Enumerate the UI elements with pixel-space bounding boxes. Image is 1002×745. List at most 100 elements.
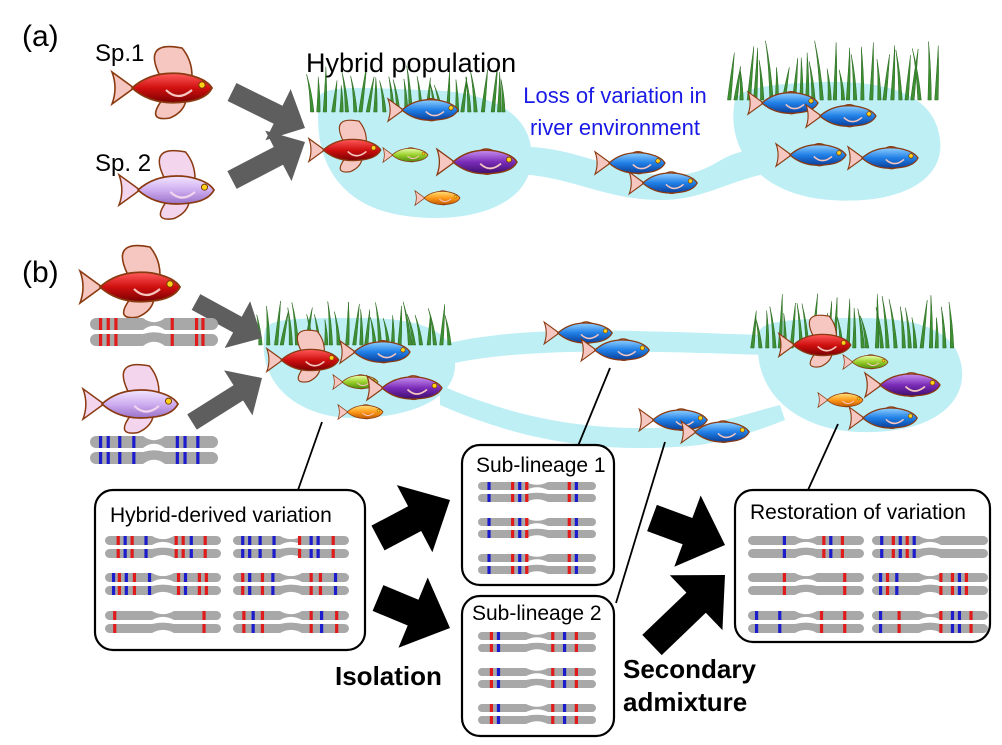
marker-band xyxy=(111,586,116,595)
fish-b-lower-1 xyxy=(638,407,708,433)
reed-blade xyxy=(869,42,874,101)
reed-blade xyxy=(373,77,378,113)
marker-band xyxy=(196,436,200,448)
fish-dorsal-fin xyxy=(122,363,160,394)
fish-eye xyxy=(929,379,936,386)
chromatid-lower xyxy=(748,584,864,595)
fish-tail xyxy=(593,150,612,176)
marker-band xyxy=(782,536,786,545)
fish-eye xyxy=(164,397,173,405)
marker-band xyxy=(297,536,302,545)
fish-body xyxy=(136,175,215,205)
fish-b-left-red xyxy=(265,329,340,383)
connector-restoration xyxy=(807,423,839,491)
fish-b-left-purple xyxy=(365,374,443,402)
reeds-a-right xyxy=(727,40,939,101)
fish-b-right-green xyxy=(842,353,889,371)
fish-body xyxy=(280,348,340,372)
marker-band xyxy=(309,573,313,582)
fish-body xyxy=(322,138,382,162)
fish-tail xyxy=(337,403,349,421)
marker-band xyxy=(912,549,916,558)
marker-band xyxy=(829,549,833,558)
fish-pectoral-fin xyxy=(356,382,370,387)
fish-tail xyxy=(81,386,106,422)
marker-band xyxy=(496,716,501,724)
fish-eye xyxy=(639,345,645,351)
marker-band xyxy=(320,611,324,620)
arrow-b-sp1 xyxy=(191,294,263,348)
marker-band xyxy=(496,632,501,640)
marker-band xyxy=(489,716,493,724)
chromatid-upper xyxy=(478,704,596,712)
marker-band xyxy=(518,482,522,490)
marker-band xyxy=(843,611,847,620)
fish-eye xyxy=(655,158,661,164)
marker-band xyxy=(778,624,782,633)
fish-eye xyxy=(866,111,872,117)
fish-a-right-3 xyxy=(774,142,847,168)
fish-tail xyxy=(804,103,823,129)
connector-lines xyxy=(297,367,839,604)
reed-blade xyxy=(287,307,293,346)
fish-body xyxy=(651,409,708,431)
fish-sp2-b xyxy=(81,363,179,434)
reed-blade xyxy=(406,65,413,113)
sub-lineage-1-title: Sub-lineage 1 xyxy=(476,454,606,477)
reed-blade xyxy=(345,301,350,346)
marker-band xyxy=(518,494,522,502)
reed-blade xyxy=(392,79,401,113)
reed-blade xyxy=(322,66,328,113)
marker-band xyxy=(878,624,883,633)
arrow-shape xyxy=(187,370,262,430)
marker-band xyxy=(333,573,338,582)
marker-band xyxy=(271,586,275,595)
marker-band xyxy=(891,536,895,545)
marker-band xyxy=(183,573,188,582)
fish-a-blue xyxy=(386,97,459,123)
reed-blade xyxy=(900,306,906,349)
reed-blade xyxy=(331,80,338,113)
arrow-shape xyxy=(371,485,450,553)
fish-pectoral-fin xyxy=(785,103,805,110)
marker-band xyxy=(487,566,491,574)
fish-sp1-a xyxy=(110,45,214,120)
reed-blade xyxy=(789,302,796,349)
marker-band xyxy=(132,452,136,464)
reed-blade xyxy=(904,55,911,101)
chromosome-hybrid-2 xyxy=(233,536,349,558)
marker-band xyxy=(335,611,339,620)
chromosome-sub1-2 xyxy=(478,518,596,538)
fish-dorsal-fin xyxy=(153,45,193,77)
marker-band xyxy=(897,611,901,620)
fish-pectoral-fin xyxy=(305,360,325,367)
species-1-label: Sp.1 xyxy=(95,40,145,67)
marker-band xyxy=(574,530,578,538)
marker-band xyxy=(203,536,207,545)
reed-blade xyxy=(350,75,358,113)
marker-band xyxy=(819,611,824,620)
marker-band xyxy=(880,549,884,558)
arrow-shape xyxy=(191,294,263,348)
marker-band xyxy=(969,611,973,620)
fish-b-left-blue xyxy=(338,339,411,365)
fish-a-orange xyxy=(414,189,461,207)
marker-band xyxy=(335,624,339,633)
marker-band xyxy=(567,518,571,526)
fish-pectoral-fin xyxy=(580,333,600,340)
marker-band xyxy=(106,334,110,346)
marker-band xyxy=(964,573,968,582)
fish-pectoral-fin xyxy=(361,412,375,417)
chromosome-restore-4 xyxy=(872,573,988,595)
fish-pectoral-fin xyxy=(841,400,855,405)
pond-b-left xyxy=(263,318,455,419)
chromatid-upper xyxy=(478,668,596,676)
fish-tail xyxy=(680,419,698,445)
chromosome-restore-3 xyxy=(748,573,864,595)
marker-band xyxy=(562,704,567,712)
hybrid-variation-box xyxy=(93,488,367,652)
marker-band xyxy=(905,549,909,558)
fish-pectoral-fin xyxy=(133,288,161,297)
marker-band xyxy=(551,716,555,724)
